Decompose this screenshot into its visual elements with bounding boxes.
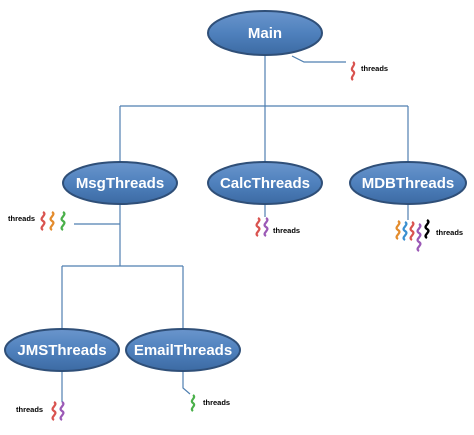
thread-squiggle-icon [395, 218, 430, 252]
thread-group-calcthreads-label: threads [273, 226, 300, 235]
node-jmsthreads[interactable]: JMSThreads [4, 328, 120, 372]
thread-group-emailthreads: threads [190, 394, 230, 412]
node-main[interactable]: Main [207, 10, 323, 56]
thread-group-emailthreads-label: threads [203, 398, 230, 407]
node-emailthreads-label: EmailThreads [134, 342, 232, 359]
thread-group-jmsthreads-label: threads [16, 405, 43, 414]
thread-group-mdbthreads-label: threads [436, 228, 463, 237]
connector-email-threads [182, 372, 191, 395]
thread-group-jmsthreads: threads [16, 401, 65, 421]
node-jmsthreads-label: JMSThreads [17, 342, 106, 359]
node-mdbthreads[interactable]: MDBThreads [349, 161, 467, 205]
thread-squiggle-icon [350, 61, 356, 81]
thread-group-mdbthreads: threads [395, 218, 463, 252]
thread-group-msgthreads: threads [8, 211, 66, 231]
thread-group-main: threads [350, 61, 388, 81]
node-emailthreads[interactable]: EmailThreads [125, 328, 241, 372]
node-main-label: Main [248, 25, 282, 42]
node-mdbthreads-label: MDBThreads [362, 175, 455, 192]
connector-lines [61, 55, 409, 402]
connector-main-threads [291, 55, 346, 63]
thread-group-msgthreads-label: threads [8, 214, 35, 223]
node-msgthreads[interactable]: MsgThreads [62, 161, 178, 205]
thread-squiggle-icon [40, 211, 66, 231]
node-calcthreads[interactable]: CalcThreads [207, 161, 323, 205]
thread-group-main-label: threads [361, 64, 388, 73]
thread-squiggle-icon [190, 394, 196, 412]
node-calcthreads-label: CalcThreads [220, 175, 310, 192]
thread-squiggle-icon [51, 401, 65, 421]
node-msgthreads-label: MsgThreads [76, 175, 164, 192]
thread-group-calcthreads: threads [255, 217, 300, 237]
thread-squiggle-icon [255, 217, 269, 237]
